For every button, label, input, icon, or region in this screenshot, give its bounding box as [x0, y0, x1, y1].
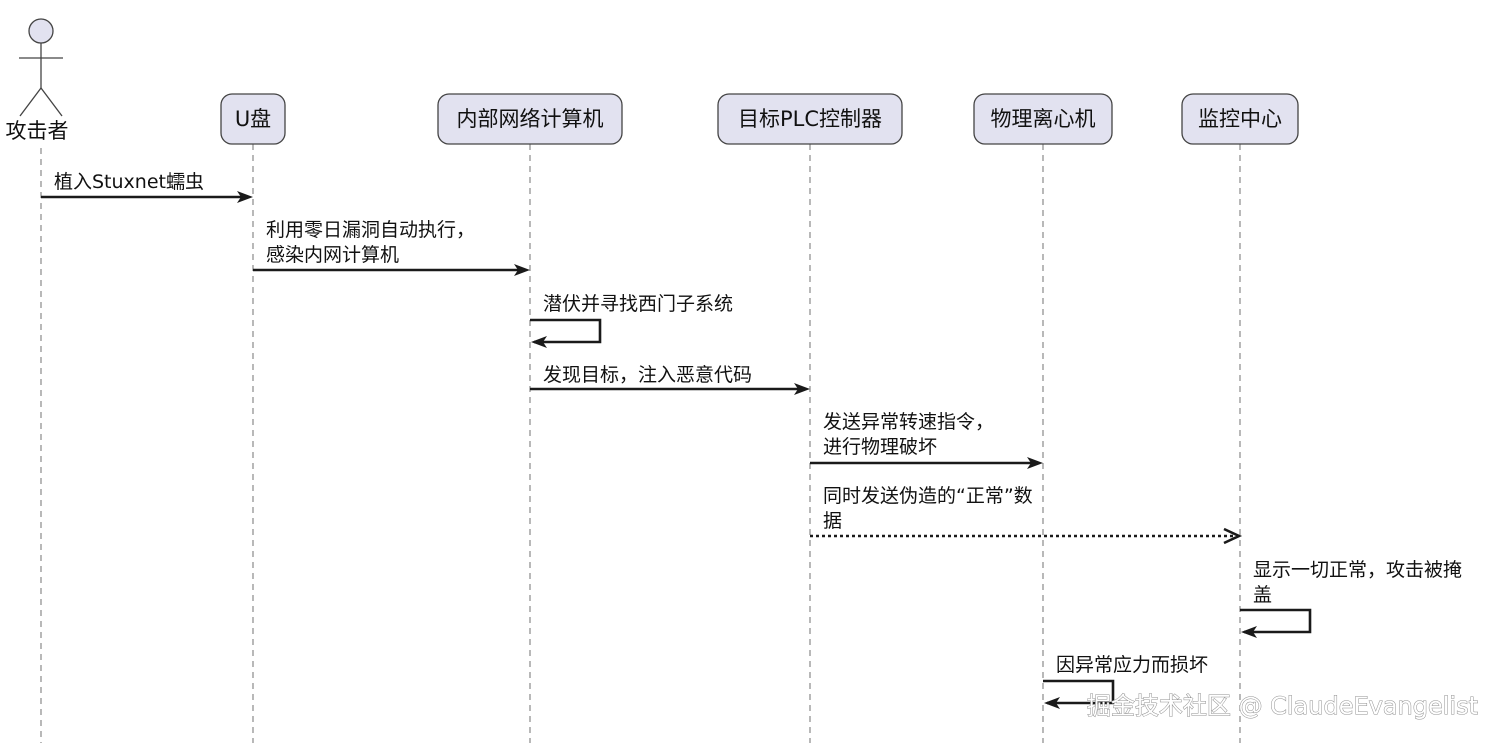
participants: 攻击者 U盘 内部网络计算机 目标PLC控制器 物理离心机 监控中心 — [6, 18, 1299, 145]
message-label: 发现目标，注入恶意代码 — [543, 364, 752, 386]
message-4: 发现目标，注入恶意代码 — [530, 364, 810, 395]
actor-attacker: 攻击者 — [6, 18, 69, 143]
arrowhead-icon — [514, 264, 530, 276]
message-label: 利用零日漏洞自动执行， — [266, 219, 475, 241]
message-label: 据 — [823, 510, 842, 532]
message-label: 植入Stuxnet蠕虫 — [54, 171, 204, 193]
message-label: 潜伏并寻找西门子系统 — [543, 293, 733, 315]
message-label: 进行物理破坏 — [823, 436, 937, 458]
participant-box — [1181, 93, 1299, 145]
arrowhead-icon — [1044, 697, 1060, 709]
participant-label-usb: U盘 — [235, 107, 271, 131]
participant-plc: 目标PLC控制器 — [717, 93, 903, 145]
message-label: 同时发送伪造的“正常”数 — [823, 485, 1033, 507]
participant-box — [717, 93, 903, 145]
actor-leg-right — [40, 87, 63, 117]
arrowhead-icon — [531, 336, 547, 348]
participant-monitor: 监控中心 — [1181, 93, 1299, 145]
lifelines — [40, 144, 1241, 743]
arrowhead-icon — [237, 191, 253, 203]
participant-label-attacker: 攻击者 — [6, 119, 69, 143]
message-label: 盖 — [1253, 584, 1272, 606]
open-arrowhead-icon — [1223, 527, 1243, 545]
message-label: 发送异常转速指令， — [823, 411, 994, 433]
messages: 植入Stuxnet蠕虫利用零日漏洞自动执行，感染内网计算机潜伏并寻找西门子系统发… — [41, 171, 1462, 709]
arrowhead-icon — [794, 383, 810, 395]
participant-usb: U盘 — [220, 93, 286, 145]
participant-label-centrifuge: 物理离心机 — [991, 107, 1096, 131]
actor-head-icon — [28, 18, 54, 44]
participant-box — [220, 93, 286, 145]
participant-internal_pc: 内部网络计算机 — [437, 93, 623, 145]
participant-label-plc: 目标PLC控制器 — [738, 107, 882, 131]
self-message-arrow — [1043, 679, 1115, 705]
message-label: 显示一切正常，攻击被掩 — [1253, 559, 1462, 581]
actor-leg-left — [19, 87, 42, 117]
message-8: 因异常应力而损坏 — [1043, 654, 1208, 709]
participant-box — [973, 93, 1113, 145]
participant-box — [437, 93, 623, 145]
participant-label-internal_pc: 内部网络计算机 — [457, 107, 604, 131]
arrowhead-icon — [1241, 626, 1257, 638]
message-5: 发送异常转速指令， 进行物理破坏 — [810, 411, 1043, 469]
message-label: 感染内网计算机 — [266, 244, 399, 266]
message-3: 潜伏并寻找西门子系统 — [530, 293, 733, 348]
watermark-text: 掘金技术社区 @ ClaudeEvangelist — [1087, 692, 1478, 720]
self-message-arrow — [1240, 608, 1312, 634]
message-2: 利用零日漏洞自动执行， 感染内网计算机 — [253, 219, 530, 276]
participant-centrifuge: 物理离心机 — [973, 93, 1113, 145]
message-6: 同时发送伪造的“正常”数据 — [810, 485, 1243, 545]
message-label: 因异常应力而损坏 — [1056, 654, 1208, 676]
arrowhead-icon — [1027, 457, 1043, 469]
message-1: 植入Stuxnet蠕虫 — [41, 171, 253, 203]
self-message-arrow — [530, 318, 602, 344]
participant-label-monitor: 监控中心 — [1198, 107, 1282, 131]
